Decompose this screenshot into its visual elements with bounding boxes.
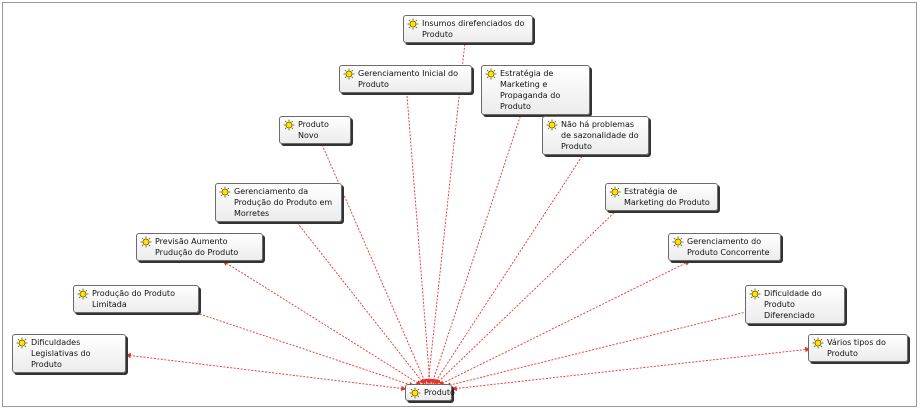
node-label: Insumos direfenciados do Produto	[422, 19, 525, 39]
edge-gerenciamento-inicial	[403, 82, 433, 385]
sun-icon	[407, 18, 419, 30]
node-label: Gerenciamento da Produção do Produto em …	[234, 187, 333, 218]
node-previsao-aumento[interactable]: Previsão Aumento Prudução do Produto	[136, 233, 263, 261]
node-label: Não há problemas de sazonalidade do Prod…	[561, 120, 639, 151]
sun-icon	[546, 119, 558, 131]
sun-icon	[672, 236, 684, 248]
edge-estrategia-marketing-propaganda	[430, 92, 530, 385]
node-varios-tipos[interactable]: Vários tipos do Produto	[808, 334, 908, 362]
node-label: Produção do Produto Limitada	[92, 289, 175, 309]
node-label: Estratégia de Marketing do Produto	[624, 187, 710, 207]
node-label: Dificuldade do Produto Diferenciado	[764, 289, 822, 320]
sun-icon	[219, 186, 231, 198]
node-gerenciamento-concorrente[interactable]: Gerenciamento do Produto Concorrente	[668, 233, 781, 261]
node-produto-novo[interactable]: Produto Novo	[279, 116, 351, 144]
node-sazonalidade[interactable]: Não há problemas de sazonalidade do Prod…	[542, 116, 649, 155]
sun-icon	[283, 119, 295, 131]
node-label: Gerenciamento do Produto Concorrente	[687, 237, 770, 257]
node-estrategia-marketing-propaganda[interactable]: Estratégia de Marketing e Propaganda do …	[481, 65, 590, 115]
edge-producao-limitada	[160, 299, 415, 388]
node-gerenciamento-producao-morretes[interactable]: Gerenciamento da Produção do Produto em …	[215, 183, 342, 222]
sun-icon	[140, 236, 152, 248]
edge-dificuldade-diferenciado	[445, 309, 751, 388]
edge-sazonalidade	[433, 143, 591, 385]
edge-produto-novo	[316, 132, 427, 385]
node-dificuldades-legislativas[interactable]: Dificuldades Legislativas do Produto	[12, 334, 126, 373]
sun-icon	[343, 68, 355, 80]
node-insumos[interactable]: Insumos direfenciados do Produto	[403, 15, 533, 43]
node-label: Produto Novo	[298, 120, 329, 140]
node-gerenciamento-inicial[interactable]: Gerenciamento Inicial do Produto	[339, 65, 472, 93]
sun-icon	[16, 337, 28, 349]
sun-icon	[77, 288, 89, 300]
edge-gerenciamento-concorrente	[438, 260, 691, 386]
node-label: Estratégia de Marketing e Propaganda do …	[500, 69, 561, 111]
edge-previsao-aumento	[222, 260, 422, 386]
sun-icon	[609, 186, 621, 198]
edge-estrategia-marketing	[435, 182, 646, 385]
sun-icon	[749, 288, 761, 300]
sun-icon	[812, 337, 824, 349]
sun-icon	[409, 387, 421, 399]
edge-varios-tipos	[451, 346, 811, 392]
edge-dificuldades-legislativas	[125, 352, 407, 392]
node-label: Gerenciamento Inicial do Produto	[358, 69, 459, 89]
node-dificuldade-diferenciado[interactable]: Dificuldade do Produto Diferenciado	[745, 285, 845, 324]
node-label: Dificuldades Legislativas do Produto	[31, 338, 91, 369]
sun-icon	[485, 68, 497, 80]
node-label: Vários tipos do Produto	[827, 338, 886, 358]
node-produto[interactable]: Produto	[405, 384, 455, 401]
node-label: Previsão Aumento Prudução do Produto	[155, 237, 239, 257]
edge-gerenciamento-producao-morretes	[287, 210, 425, 385]
node-label: Produto	[424, 388, 455, 397]
node-producao-limitada[interactable]: Produção do Produto Limitada	[73, 285, 199, 313]
node-estrategia-marketing[interactable]: Estratégia de Marketing do Produto	[605, 183, 718, 211]
